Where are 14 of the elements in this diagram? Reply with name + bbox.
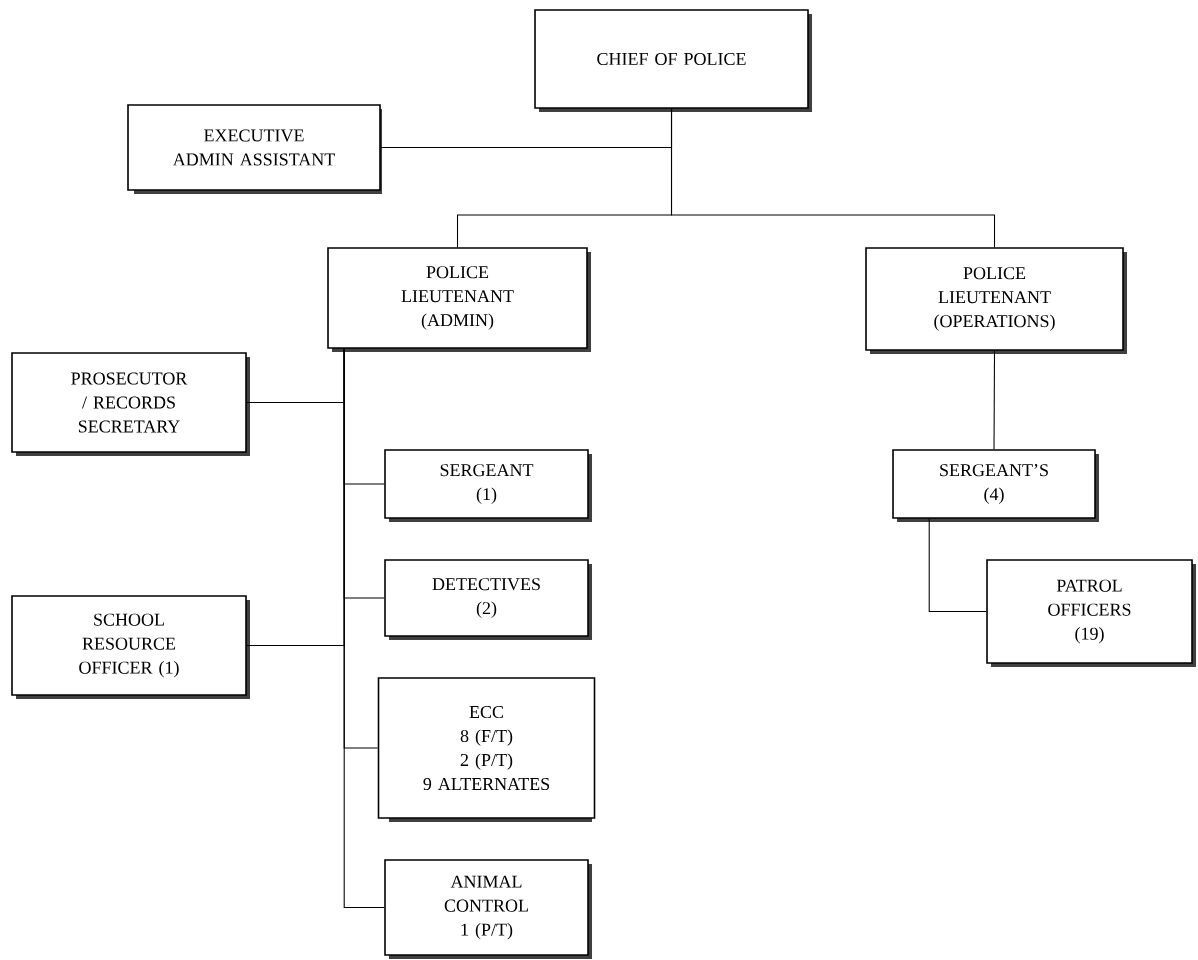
org-box: DETECTIVES (2) [384, 559, 592, 640]
org-box: POLICE LIEUTENANT (ADMIN) [327, 247, 591, 352]
org-box: CHIEF OF POLICE [534, 9, 812, 112]
org-box: SCHOOL RESOURCE OFFICER (1) [11, 595, 250, 699]
org-box: PATROL OFFICERS (19) [986, 559, 1196, 667]
org-box: ECC 8 (F/T) 2 (P/T) 9 ALTERNATES [377, 677, 596, 822]
org-box: PROSECUTOR / RECORDS SECRETARY [11, 352, 250, 456]
connector-line [928, 518, 987, 613]
org-box: SERGEANT’S (4) [892, 449, 1099, 522]
org-box: SERGEANT (1) [384, 449, 592, 522]
org-box: POLICE LIEUTENANT (OPERATIONS) [865, 247, 1127, 354]
org-box: ANIMAL CONTROL 1 (P/T) [384, 859, 592, 959]
org-box: EXECUTIVE ADMIN ASSISTANT [127, 104, 382, 194]
connector-line [993, 350, 996, 450]
